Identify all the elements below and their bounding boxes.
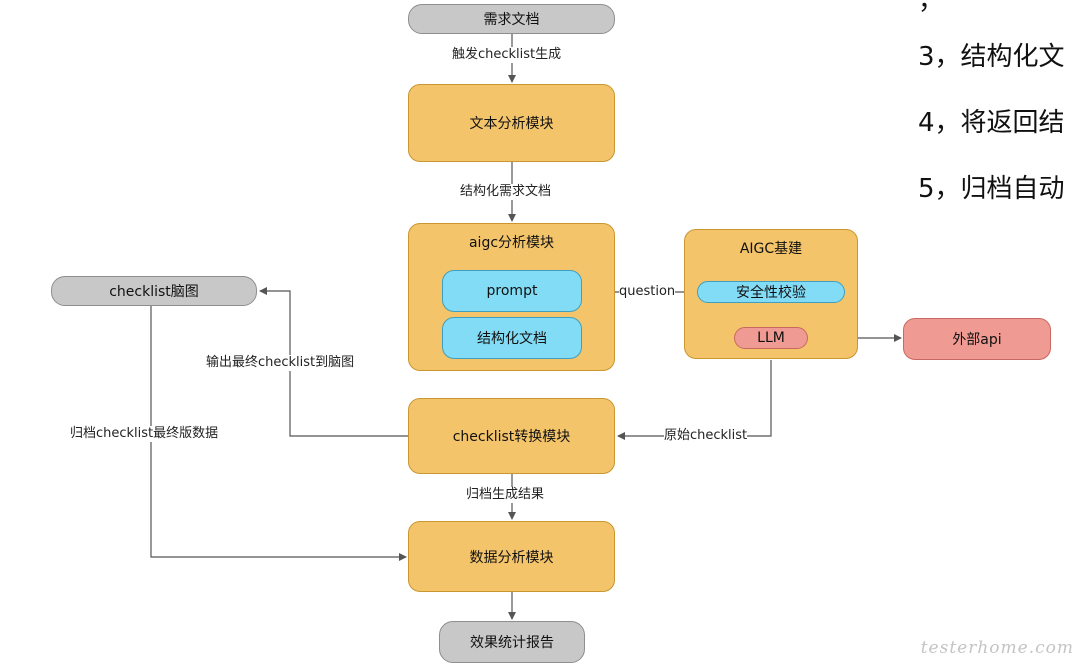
step-3: 3，结构化文	[918, 42, 1065, 72]
node-requirement-doc: 需求文档	[408, 4, 615, 34]
node-structured-doc: 结构化文档	[442, 317, 582, 359]
label-question: question	[619, 284, 676, 300]
step-4: 4，将返回结	[918, 108, 1065, 138]
label-output-mindmap: 输出最终checklist到脑图	[206, 355, 355, 371]
label-archive-final: 归档checklist最终版数据	[70, 426, 219, 442]
node-external-api: 外部api	[903, 318, 1051, 360]
node-llm: LLM	[734, 327, 808, 349]
aigc-infra-title: AIGC基建	[739, 241, 803, 257]
node-checklist-mindmap: checklist脑图	[51, 276, 257, 306]
edge-raw-checklist	[617, 360, 772, 440]
watermark: testerhome.com	[920, 638, 1074, 658]
label-archive-result: 归档生成结果	[466, 487, 545, 503]
aigc-module-title: aigc分析模块	[468, 235, 555, 251]
edge-archive-final	[150, 306, 407, 561]
label-raw-checklist: 原始checklist	[664, 428, 748, 444]
node-data-analysis: 数据分析模块	[408, 521, 615, 592]
node-prompt: prompt	[442, 270, 582, 312]
node-effect-report: 效果统计报告	[439, 621, 585, 663]
node-text-analysis: 文本分析模块	[408, 84, 615, 162]
step-5: 5，归档自动	[918, 174, 1065, 204]
step-partial-top: ，	[918, 0, 945, 16]
label-trigger: 触发checklist生成	[452, 47, 562, 63]
node-checklist-convert: checklist转换模块	[408, 398, 615, 474]
node-security-check: 安全性校验	[697, 281, 845, 303]
label-structured: 结构化需求文档	[460, 184, 552, 200]
